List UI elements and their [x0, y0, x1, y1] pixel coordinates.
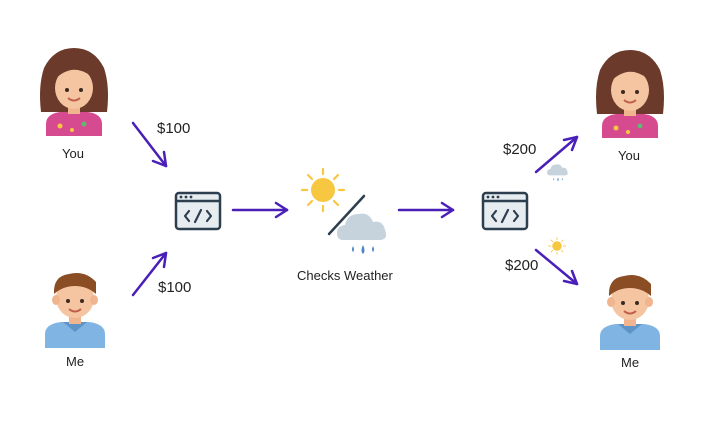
sun-icon [300, 167, 346, 213]
sun-icon [548, 237, 566, 255]
divider-slash [327, 194, 366, 236]
arrow-icon [131, 251, 168, 297]
rain-cloud-icon [337, 213, 387, 254]
girl-avatar-icon [595, 49, 665, 139]
boy-avatar-icon [599, 274, 661, 351]
boy-avatar-icon [44, 272, 106, 349]
left-bottom-amount: $100 [158, 279, 192, 296]
rain-cloud-icon [547, 164, 568, 182]
right-bottom-amount: $200 [505, 257, 539, 274]
arrow-icon [534, 135, 579, 174]
right-top-amount: $200 [503, 141, 537, 158]
left-top-person-label: You [62, 146, 84, 161]
left-bottom-person-label: Me [66, 354, 85, 369]
right-top-person-label: You [618, 148, 640, 163]
weather-label: Checks Weather [297, 268, 393, 283]
code-window-icon [174, 191, 222, 231]
arrow-icon [231, 201, 289, 219]
right-bottom-person-label: Me [621, 355, 640, 370]
arrow-icon [397, 201, 455, 219]
left-top-amount: $100 [157, 120, 191, 137]
code-window-icon [481, 191, 529, 231]
arrow-icon [131, 121, 168, 168]
girl-avatar-icon [39, 47, 109, 137]
arrow-icon [534, 248, 579, 286]
